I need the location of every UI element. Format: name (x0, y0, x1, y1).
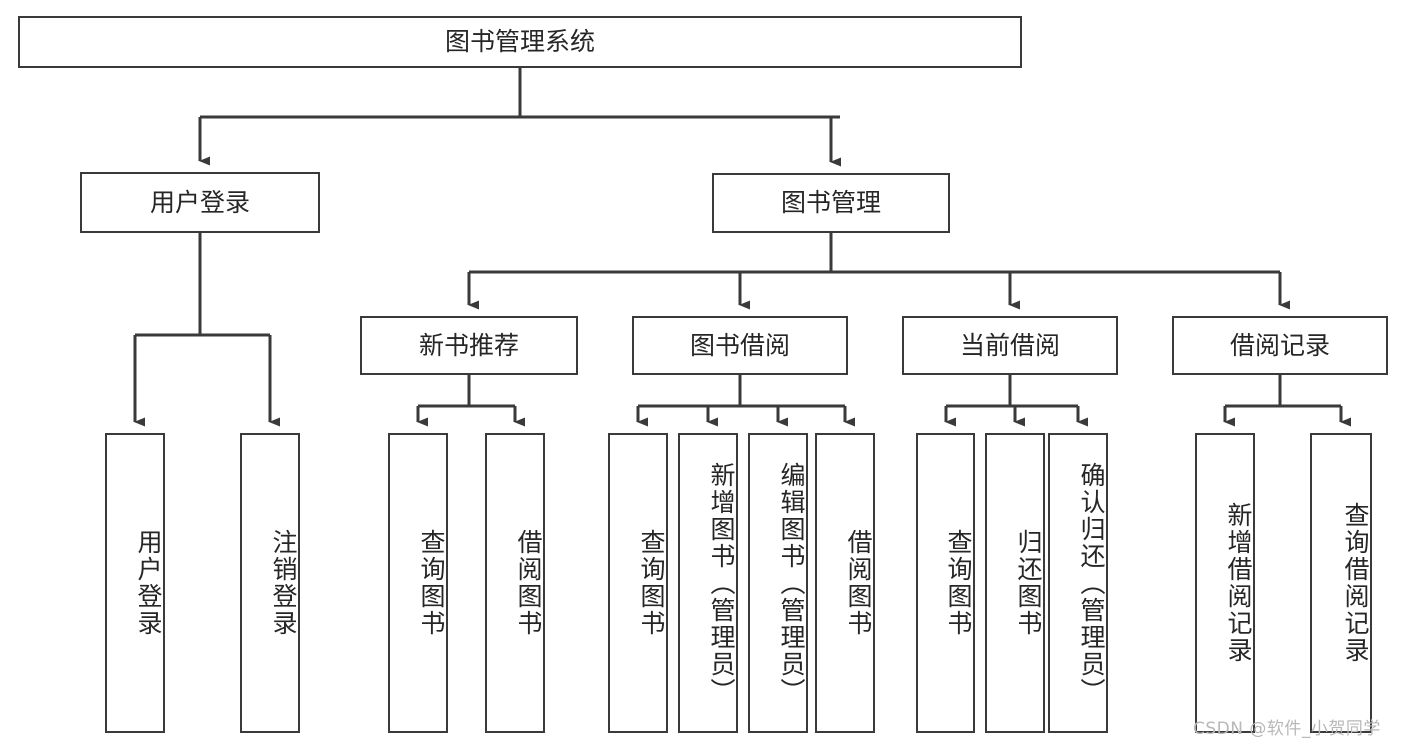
node-leaf-query-book-borrow-label: 查询图书 (637, 529, 666, 637)
node-leaf-borrow-book-label: 借阅图书 (844, 529, 873, 637)
node-leaf-query-borrow-record[interactable]: 查询借阅记录 (1310, 433, 1372, 733)
node-root-label: 图书管理系统 (444, 27, 595, 57)
node-leaf-borrow-book[interactable]: 借阅图书 (815, 433, 875, 733)
node-root[interactable]: 图书管理系统 (18, 16, 1022, 68)
node-leaf-user-logout[interactable]: 注销登录 (240, 433, 300, 733)
node-leaf-query-book-current[interactable]: 查询图书 (916, 433, 975, 733)
node-leaf-add-book[interactable]: 新增图书（管理员） (678, 433, 738, 733)
node-leaf-confirm-return-label: 确认归还（管理员） (1077, 461, 1106, 705)
node-leaf-query-book-borrow[interactable]: 查询图书 (608, 433, 668, 733)
node-book-borrow[interactable]: 图书借阅 (632, 316, 848, 375)
node-book-borrow-label: 图书借阅 (689, 330, 790, 360)
node-current-borrow-label: 当前借阅 (959, 330, 1060, 360)
node-leaf-edit-book-label: 编辑图书（管理员） (777, 461, 806, 705)
node-leaf-query-book-current-label: 查询图书 (944, 529, 973, 637)
node-leaf-add-borrow-record-label: 新增借阅记录 (1224, 502, 1253, 664)
node-leaf-edit-book[interactable]: 编辑图书（管理员） (748, 433, 808, 733)
node-borrow-record-label: 借阅记录 (1229, 330, 1330, 360)
node-current-borrow[interactable]: 当前借阅 (902, 316, 1118, 375)
node-new-book-recommend-label: 新书推荐 (418, 330, 519, 360)
node-leaf-query-book-recommend[interactable]: 查询图书 (388, 433, 448, 733)
node-borrow-record[interactable]: 借阅记录 (1172, 316, 1388, 375)
node-leaf-return-book[interactable]: 归还图书 (985, 433, 1045, 733)
node-leaf-user-login-label: 用户登录 (134, 529, 163, 637)
node-leaf-return-book-label: 归还图书 (1014, 529, 1043, 637)
node-book-management[interactable]: 图书管理 (712, 173, 950, 233)
node-leaf-query-book-recommend-label: 查询图书 (417, 529, 446, 637)
node-new-book-recommend[interactable]: 新书推荐 (360, 316, 578, 375)
node-user-login-label: 用户登录 (149, 187, 250, 217)
node-leaf-add-borrow-record[interactable]: 新增借阅记录 (1195, 433, 1255, 733)
node-leaf-query-borrow-record-label: 查询借阅记录 (1341, 502, 1370, 664)
node-leaf-user-logout-label: 注销登录 (269, 529, 298, 637)
csdn-watermark: CSDN @软件_小贺同学 (1193, 719, 1381, 739)
node-leaf-confirm-return[interactable]: 确认归还（管理员） (1048, 433, 1108, 733)
node-leaf-add-book-label: 新增图书（管理员） (707, 461, 736, 705)
node-leaf-user-login[interactable]: 用户登录 (105, 433, 165, 733)
node-book-management-label: 图书管理 (780, 188, 881, 218)
node-user-login[interactable]: 用户登录 (80, 172, 320, 233)
node-leaf-borrow-book-recommend-label: 借阅图书 (514, 529, 543, 637)
node-leaf-borrow-book-recommend[interactable]: 借阅图书 (485, 433, 545, 733)
